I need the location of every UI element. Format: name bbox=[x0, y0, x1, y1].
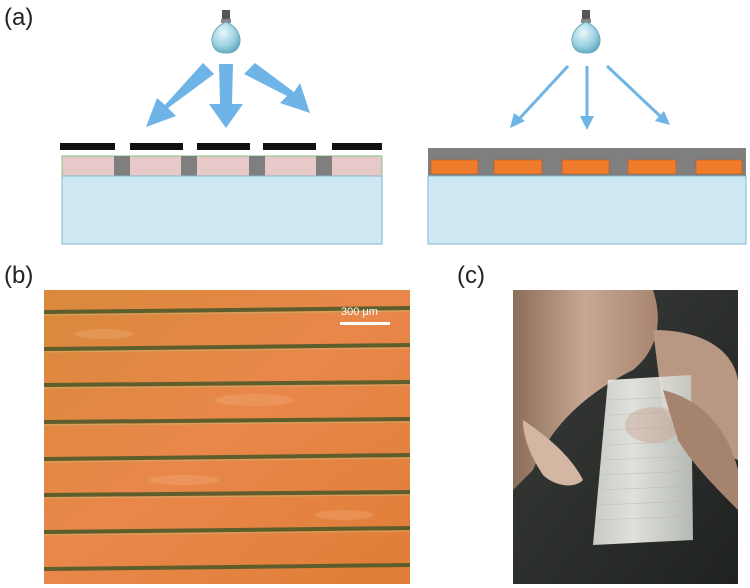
light-bulb-icon bbox=[211, 10, 241, 54]
arrow-icon bbox=[146, 63, 310, 128]
flexible-device-photo bbox=[513, 290, 738, 584]
light-bulb-icon bbox=[571, 10, 601, 54]
arrow-icon bbox=[510, 64, 670, 130]
panel-a-label: (a) bbox=[4, 4, 34, 31]
substrate-left bbox=[61, 175, 383, 245]
panel-c-label: (c) bbox=[457, 262, 485, 289]
substrate-right bbox=[427, 175, 747, 245]
photomask bbox=[60, 143, 382, 150]
photoresist-layer bbox=[61, 155, 383, 177]
panel-b-label: (b) bbox=[4, 262, 34, 289]
electrode-stripes bbox=[44, 306, 410, 571]
scale-bar bbox=[340, 322, 390, 325]
electrode-pattern bbox=[430, 159, 743, 175]
micrograph-photo: 300 μm bbox=[44, 290, 410, 584]
panel-a-schematic bbox=[60, 10, 747, 245]
scale-bar-label: 300 μm bbox=[341, 306, 378, 318]
